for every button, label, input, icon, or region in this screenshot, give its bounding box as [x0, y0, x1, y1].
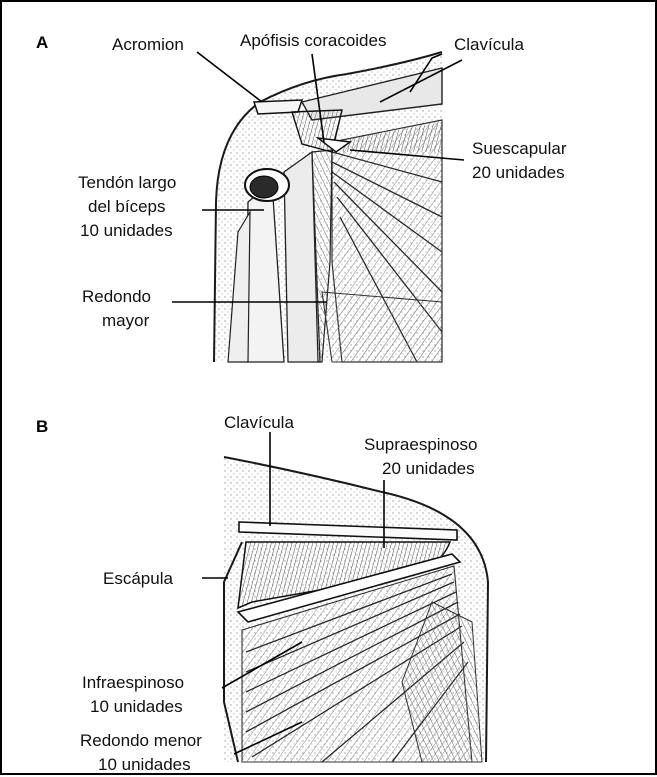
panel-a-letter: A — [36, 33, 48, 52]
label-biceps-3: 10 unidades — [80, 221, 173, 240]
label-infraspinatus-2: 10 unidades — [90, 697, 183, 716]
label-acromion: Acromion — [112, 35, 184, 54]
panel-b-letter: B — [36, 417, 48, 436]
label-teres-major-1: Redondo — [82, 287, 151, 306]
label-clavicle-a: Clavícula — [454, 35, 524, 54]
label-subscapular-1: Suescapular — [472, 139, 567, 158]
label-teres-minor-1: Redondo menor — [80, 731, 202, 750]
label-scapula: Escápula — [103, 569, 173, 588]
label-teres-minor-2: 10 unidades — [98, 755, 191, 774]
label-teres-major-2: mayor — [102, 311, 150, 330]
panel-a: A — [36, 31, 567, 362]
label-subscapular-2: 20 unidades — [472, 163, 565, 182]
shoulder-anterior-illustration — [214, 52, 442, 362]
label-supraspinatus-1: Supraespinoso — [364, 435, 477, 454]
panel-b: B — [36, 413, 488, 774]
label-clavicle-b: Clavícula — [224, 413, 294, 432]
label-coracoid: Apófisis coracoides — [240, 31, 386, 50]
label-biceps-2: del bíceps — [88, 197, 166, 216]
label-infraspinatus-1: Infraespinoso — [82, 673, 184, 692]
label-biceps-1: Tendón largo — [78, 173, 176, 192]
leader-acromion — [197, 52, 262, 102]
label-supraspinatus-2: 20 unidades — [382, 459, 475, 478]
shoulder-posterior-illustration — [224, 457, 488, 762]
